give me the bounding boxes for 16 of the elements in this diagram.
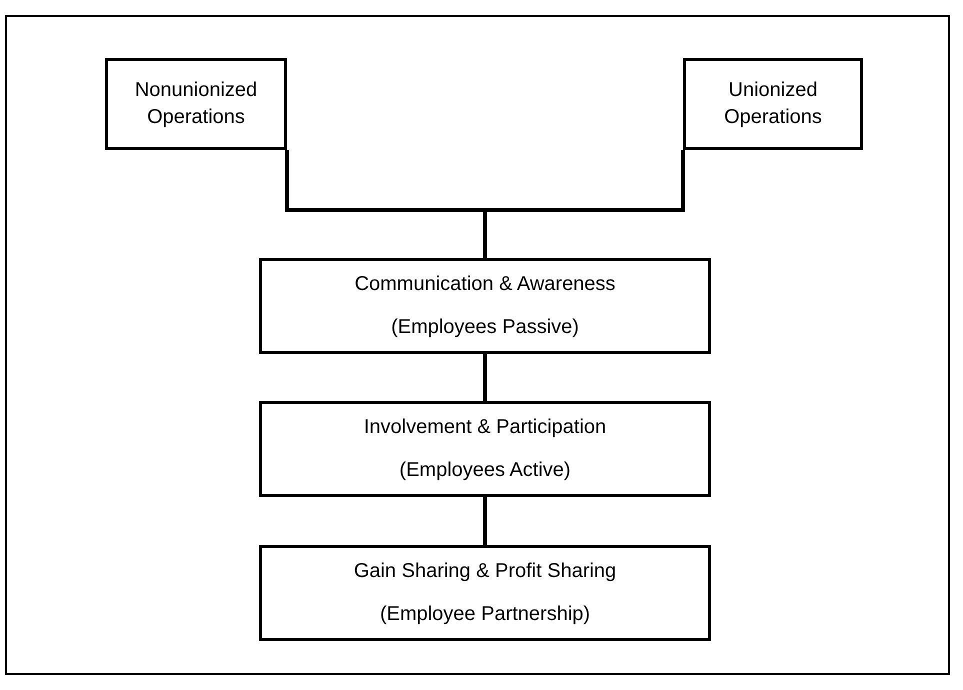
process-box xyxy=(259,545,711,641)
box-text: Communication & Awareness xyxy=(354,272,616,296)
process-box xyxy=(259,401,711,497)
process-box xyxy=(105,58,287,150)
connector-line xyxy=(483,497,487,545)
box-text: Unionized Operations xyxy=(723,78,823,130)
box-text: Nonunionized Operations xyxy=(134,78,258,130)
connector-line xyxy=(483,150,685,258)
box-text: (Employees Passive) xyxy=(391,315,579,340)
connector-line xyxy=(483,354,487,401)
box-text: (Employee Partnership) xyxy=(380,602,590,627)
process-box xyxy=(259,258,711,354)
box-text: Involvement & Participation xyxy=(364,414,606,440)
box-text: (Employees Active) xyxy=(399,458,571,483)
box-text: Gain Sharing & Profit Sharing xyxy=(354,558,616,584)
process-box xyxy=(683,58,863,150)
